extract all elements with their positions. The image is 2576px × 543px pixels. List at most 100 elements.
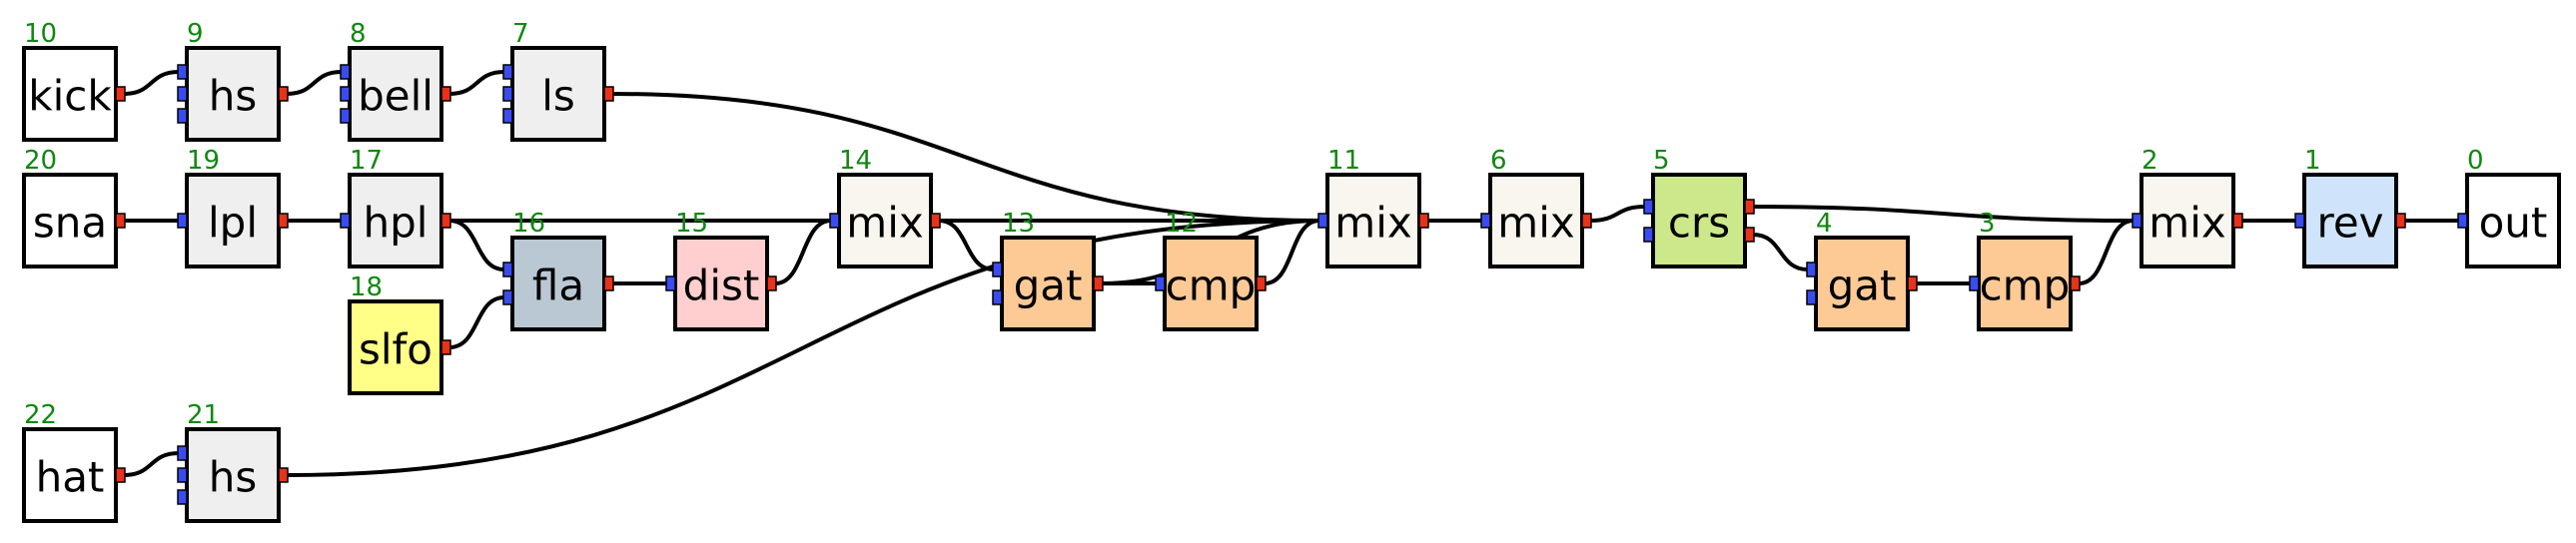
input-port[interactable]: [665, 275, 676, 291]
output-port[interactable]: [1744, 227, 1755, 243]
node-label: rev: [2316, 199, 2383, 248]
wire-9-to-8: [286, 70, 343, 96]
node-box: [1651, 173, 1747, 269]
output-port[interactable]: [278, 86, 289, 102]
input-port[interactable]: [502, 64, 513, 80]
output-port[interactable]: [2232, 213, 2243, 229]
output-port[interactable]: [2395, 213, 2406, 229]
input-port[interactable]: [340, 86, 351, 102]
node-index: 8: [350, 19, 367, 49]
node-label: mix: [1334, 199, 1411, 248]
input-port[interactable]: [502, 289, 513, 305]
node-index: 7: [512, 19, 529, 49]
input-port[interactable]: [177, 445, 188, 461]
output-port[interactable]: [1581, 213, 1592, 229]
input-port[interactable]: [992, 289, 1003, 305]
input-port[interactable]: [2294, 213, 2305, 229]
output-port[interactable]: [1744, 199, 1755, 215]
output-port[interactable]: [115, 213, 126, 229]
input-port[interactable]: [177, 467, 188, 483]
input-port[interactable]: [1317, 213, 1328, 229]
wire-22-to-21: [123, 451, 180, 477]
output-port[interactable]: [440, 86, 451, 102]
output-port[interactable]: [115, 86, 126, 102]
node-18[interactable]: 18 slfo: [348, 272, 451, 395]
output-port[interactable]: [930, 213, 941, 229]
input-port[interactable]: [1480, 213, 1491, 229]
node-label: lpl: [208, 199, 258, 248]
input-port[interactable]: [502, 262, 513, 277]
node-index: 3: [1979, 209, 1996, 239]
input-port[interactable]: [340, 213, 351, 229]
node-label: gat: [1828, 262, 1897, 310]
node-label: sna: [33, 199, 107, 248]
output-port[interactable]: [1256, 275, 1267, 291]
node-label: slfo: [359, 325, 432, 374]
node-index: 18: [350, 272, 383, 302]
input-port[interactable]: [2132, 213, 2143, 229]
output-port[interactable]: [2070, 275, 2081, 291]
node-label: mix: [846, 199, 923, 248]
input-port[interactable]: [340, 64, 351, 80]
output-port[interactable]: [440, 339, 451, 355]
output-port[interactable]: [115, 467, 126, 483]
node-7[interactable]: 7ls: [502, 19, 614, 142]
input-port[interactable]: [177, 64, 188, 80]
input-port[interactable]: [177, 108, 188, 124]
output-port[interactable]: [1418, 213, 1429, 229]
input-port[interactable]: [1969, 275, 1980, 291]
input-port[interactable]: [177, 489, 188, 505]
output-port[interactable]: [603, 86, 614, 102]
node-label: gat: [1014, 262, 1083, 310]
node-index: 15: [675, 209, 708, 239]
node-label: out: [2479, 199, 2548, 248]
input-port[interactable]: [177, 213, 188, 229]
input-port[interactable]: [992, 262, 1003, 277]
output-port[interactable]: [278, 213, 289, 229]
output-port[interactable]: [1907, 275, 1918, 291]
node-index: 11: [1327, 146, 1360, 176]
output-port[interactable]: [766, 275, 777, 291]
output-port[interactable]: [1093, 275, 1104, 291]
node-box: [1488, 173, 1584, 269]
input-port[interactable]: [2457, 213, 2468, 229]
wire-7-to-11: [611, 92, 1320, 223]
input-port[interactable]: [1806, 289, 1817, 305]
input-port[interactable]: [177, 86, 188, 102]
input-port[interactable]: [829, 213, 840, 229]
node-9[interactable]: 9hs: [177, 19, 289, 142]
node-box: [185, 46, 281, 142]
node-11[interactable]: 11 mix: [1317, 146, 1429, 269]
input-port[interactable]: [1643, 227, 1654, 243]
input-port[interactable]: [502, 86, 513, 102]
input-port[interactable]: [1806, 262, 1817, 277]
node-label: bell: [358, 72, 433, 121]
node-8[interactable]: 8 bell: [340, 19, 451, 142]
input-port[interactable]: [1643, 199, 1654, 215]
input-port[interactable]: [502, 108, 513, 124]
output-port[interactable]: [278, 467, 289, 483]
output-port[interactable]: [440, 213, 451, 229]
output-port[interactable]: [603, 275, 614, 291]
input-port[interactable]: [340, 108, 351, 124]
node-index: 22: [24, 400, 57, 430]
input-port[interactable]: [1155, 275, 1166, 291]
